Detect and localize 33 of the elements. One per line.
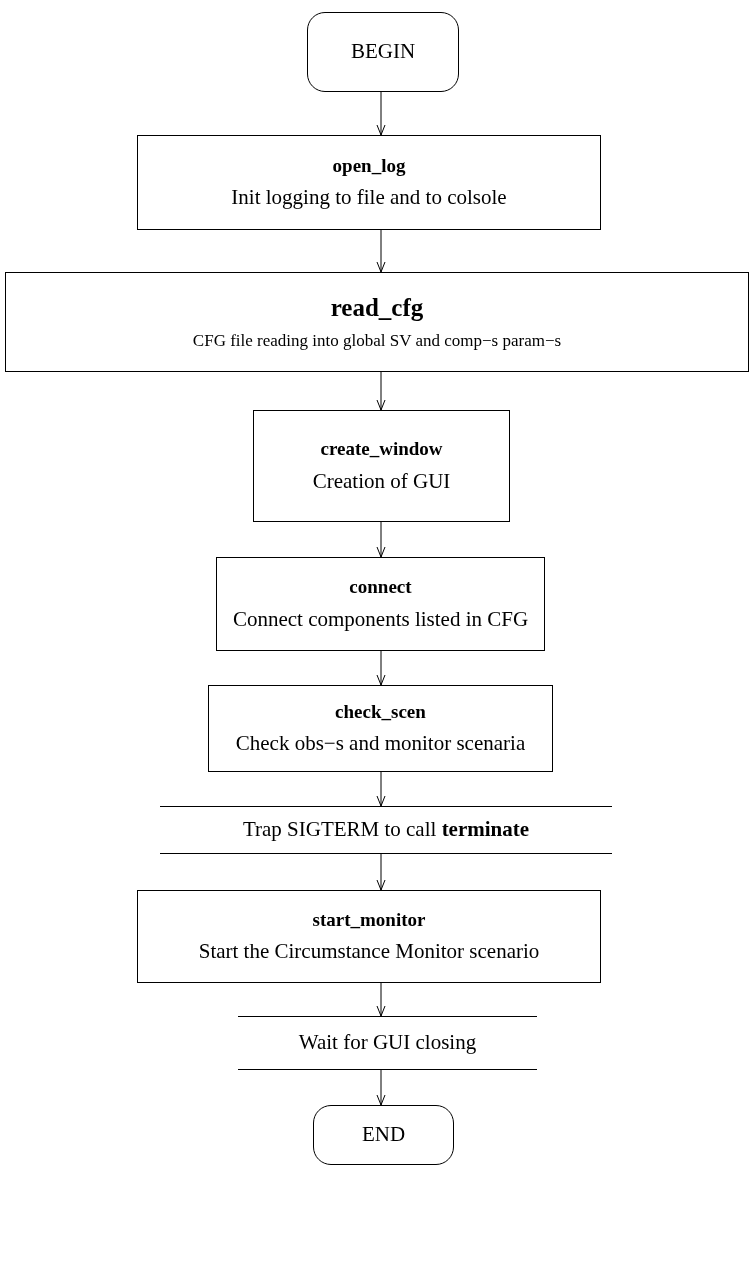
function-name: open_log [332, 154, 406, 178]
step-text: END [361, 1122, 406, 1148]
end-terminal [313, 1105, 454, 1165]
step-text: Connect components listed in CFG [232, 606, 529, 632]
function-name: read_cfg [330, 292, 424, 323]
process-box [208, 685, 553, 772]
process-box [216, 557, 545, 651]
process-box [5, 272, 749, 372]
arrow [376, 982, 386, 1017]
arrow [376, 229, 386, 273]
step-text: Trap SIGTERM to call terminate [242, 817, 530, 843]
arrow [376, 650, 386, 686]
step-text: Start the Circumstance Monitor scenario [198, 939, 540, 965]
process-box [137, 890, 601, 983]
process-box [137, 135, 601, 230]
start-terminal [307, 12, 459, 92]
arrow [376, 1069, 386, 1106]
step-text: CFG file reading into global SV and comp−s param−s [192, 330, 562, 352]
function-name: create_window [320, 438, 443, 461]
function-name: check_scen [335, 700, 426, 724]
step-text: Check obs−s and monitor scenaria [235, 731, 526, 757]
arrow [376, 521, 386, 558]
step-text: Wait for GUI closing [298, 1030, 477, 1056]
step-text: BEGIN [350, 39, 416, 65]
function-name: start_monitor [312, 908, 426, 932]
process-box [253, 410, 510, 522]
arrow [376, 853, 386, 891]
arrow [376, 771, 386, 807]
arrow [376, 371, 386, 411]
function-name: connect [349, 576, 412, 599]
arrow [376, 91, 386, 136]
step-text: Init logging to file and to colsole [231, 185, 507, 211]
step-text: Creation of GUI [312, 468, 451, 494]
